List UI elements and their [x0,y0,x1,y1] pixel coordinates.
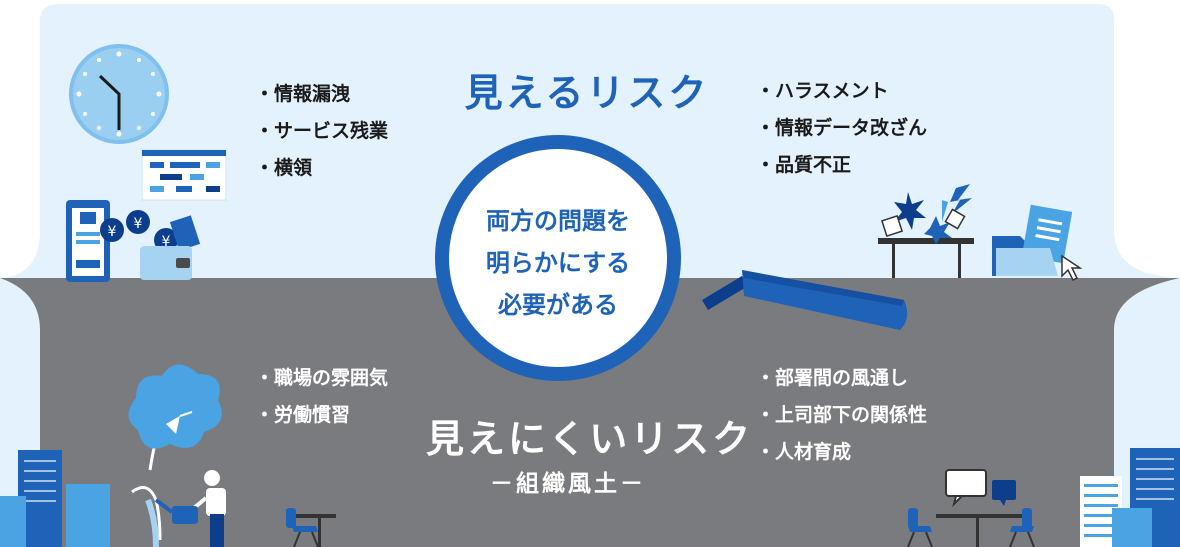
svg-text:¥: ¥ [162,234,171,250]
hidden-area-background [0,278,1180,547]
lens-message: 両方の問題を 明らかにする 必要がある [450,200,666,326]
list-item: 人材育成 [756,434,927,471]
chair-icon [286,508,319,547]
bank-card-icon [66,200,110,282]
building-icon [0,450,110,547]
lens-line: 必要がある [498,291,618,319]
document-folder-icon [992,204,1073,276]
watering-person-icon [154,470,226,547]
wallet-icon [140,215,201,280]
meeting-table-icon [936,514,1022,547]
lens-line: 両方の問題を [486,207,630,235]
cursor-icon [1061,254,1083,282]
list-item: ハラスメント [756,73,927,110]
list-item: 労働慣習 [255,397,388,434]
svg-text:¥: ¥ [134,216,143,232]
broken-desk-icon [878,184,974,278]
hidden-risk-subtitle: －組織風土－ [490,471,646,497]
visible-risk-left-list: 情報漏洩 サービス残業 横領 [255,76,388,187]
list-item: 横領 [255,150,388,187]
list-item: 品質不正 [756,147,927,184]
hidden-risk-title: 見えにくいリスク [426,417,754,461]
visible-risk-right-list: ハラスメント 情報データ改ざん 品質不正 [756,73,927,184]
list-item: 情報漏洩 [255,76,388,113]
visible-risk-title: 見えるリスク [464,71,710,115]
building-icon [1080,448,1180,547]
meeting-table-icon [296,514,336,547]
chair-icon [907,508,1035,547]
list-item: 情報データ改ざん [756,110,927,147]
list-item: 上司部下の関係性 [756,397,927,434]
clock-icon [69,44,169,144]
hidden-risk-left-list: 職場の雰囲気 労働慣習 [255,360,388,434]
speech-bubble-icon [945,469,1016,508]
list-item: サービス残業 [255,113,388,150]
hidden-risk-right-list: 部署間の風通し 上司部下の関係性 人材育成 [756,360,927,471]
magnifier-icon [435,135,908,381]
chart-board-icon [141,149,227,201]
svg-text:¥: ¥ [108,224,117,240]
lens-line: 明らかにする [485,249,631,277]
list-item: 職場の雰囲気 [255,360,388,397]
list-item: 部署間の風通し [756,360,927,397]
